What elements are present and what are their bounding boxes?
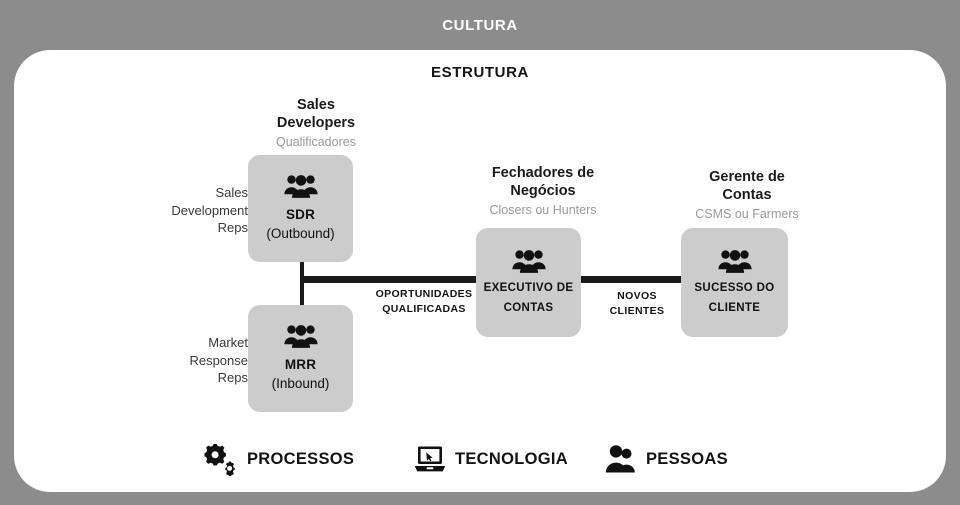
role-heading-title-line1: Fechadores de bbox=[491, 165, 595, 181]
group-people-icon bbox=[283, 324, 318, 349]
side-label-sales-development-reps: Sales Development Reps bbox=[154, 184, 248, 237]
laptop-icon bbox=[414, 444, 446, 474]
flow-label-line2: QUALIFICADAS bbox=[382, 303, 466, 316]
flow-label-novos-clientes: NOVOS CLIENTES bbox=[588, 289, 686, 319]
role-heading-sales-developers: Sales Developers Qualificadores bbox=[231, 97, 401, 150]
gears-icon bbox=[204, 442, 238, 477]
pillar-processos[interactable]: PROCESSOS bbox=[204, 442, 355, 477]
role-box-mode: (Inbound) bbox=[271, 375, 330, 391]
estrutura-panel: ESTRUTURA Sales Developers Qualificadore… bbox=[14, 50, 946, 492]
pillar-pessoas[interactable]: PESSOAS bbox=[605, 444, 728, 474]
role-heading-fechadores-de-negocios: Fechadores de Negócios Closers ou Hunter… bbox=[443, 165, 643, 218]
role-box-name-line2: CLIENTE bbox=[708, 302, 761, 314]
pillar-label: PESSOAS bbox=[646, 449, 728, 468]
side-label-line1: Market bbox=[208, 335, 248, 350]
role-box-sdr[interactable]: SDR (Outbound) bbox=[248, 155, 353, 262]
side-label-line2: Response bbox=[189, 352, 248, 368]
group-people-icon bbox=[511, 249, 546, 274]
flow-label-line1: NOVOS bbox=[617, 290, 657, 302]
flow-label-line1: OPORTUNIDADES bbox=[375, 288, 473, 300]
role-box-executivo-de-contas[interactable]: EXECUTIVO DE CONTAS bbox=[476, 228, 581, 337]
role-box-sucesso-do-cliente[interactable]: SUCESSO DO CLIENTE bbox=[681, 228, 788, 337]
people-icon bbox=[605, 444, 637, 474]
side-label-line2: Development bbox=[171, 202, 248, 218]
side-label-line1: Sales bbox=[215, 185, 248, 200]
estrutura-title: ESTRUTURA bbox=[431, 64, 529, 81]
role-box-name: SDR bbox=[285, 207, 316, 223]
role-box-name-line2: CONTAS bbox=[503, 302, 554, 314]
pillar-label: PROCESSOS bbox=[247, 449, 355, 468]
role-box-name-line1: EXECUTIVO DE bbox=[483, 282, 574, 295]
side-label-line3: Reps bbox=[217, 370, 248, 386]
role-box-name: MRR bbox=[284, 357, 317, 373]
role-heading-subtitle: CSMS ou Farmers bbox=[695, 206, 799, 221]
role-heading-gerente-de-contas: Gerente de Contas CSMS ou Farmers bbox=[651, 169, 843, 222]
role-box-mrr[interactable]: MRR (Inbound) bbox=[248, 305, 353, 412]
role-heading-title-line2: Negócios bbox=[510, 182, 576, 199]
role-box-mode: (Outbound) bbox=[266, 225, 335, 241]
role-box-name-line1: SUCESSO DO bbox=[694, 282, 775, 295]
role-heading-subtitle: Qualificadores bbox=[276, 134, 356, 149]
flow-label-line2: CLIENTES bbox=[609, 305, 665, 318]
role-heading-title-line2: Contas bbox=[722, 186, 772, 203]
pillar-tecnologia[interactable]: TECNOLOGIA bbox=[414, 444, 568, 474]
side-label-market-response-reps: Market Response Reps bbox=[154, 334, 248, 387]
role-heading-title-line1: Sales bbox=[297, 97, 335, 113]
connector-sdr-to-executivo bbox=[300, 276, 482, 283]
role-heading-subtitle: Closers ou Hunters bbox=[489, 202, 597, 217]
pillar-label: TECNOLOGIA bbox=[455, 449, 568, 468]
flow-label-oportunidades-qualificadas: OPORTUNIDADES QUALIFICADAS bbox=[355, 287, 493, 317]
role-heading-title-line1: Gerente de bbox=[709, 169, 785, 185]
group-people-icon bbox=[717, 249, 752, 274]
side-label-line3: Reps bbox=[217, 220, 248, 236]
connector-executivo-to-sucesso bbox=[577, 276, 695, 283]
connector-vertical-sdr-mrr bbox=[300, 260, 304, 347]
cultura-banner-label: CULTURA bbox=[442, 17, 518, 34]
group-people-icon bbox=[283, 174, 318, 199]
role-heading-title-line2: Developers bbox=[276, 114, 356, 131]
